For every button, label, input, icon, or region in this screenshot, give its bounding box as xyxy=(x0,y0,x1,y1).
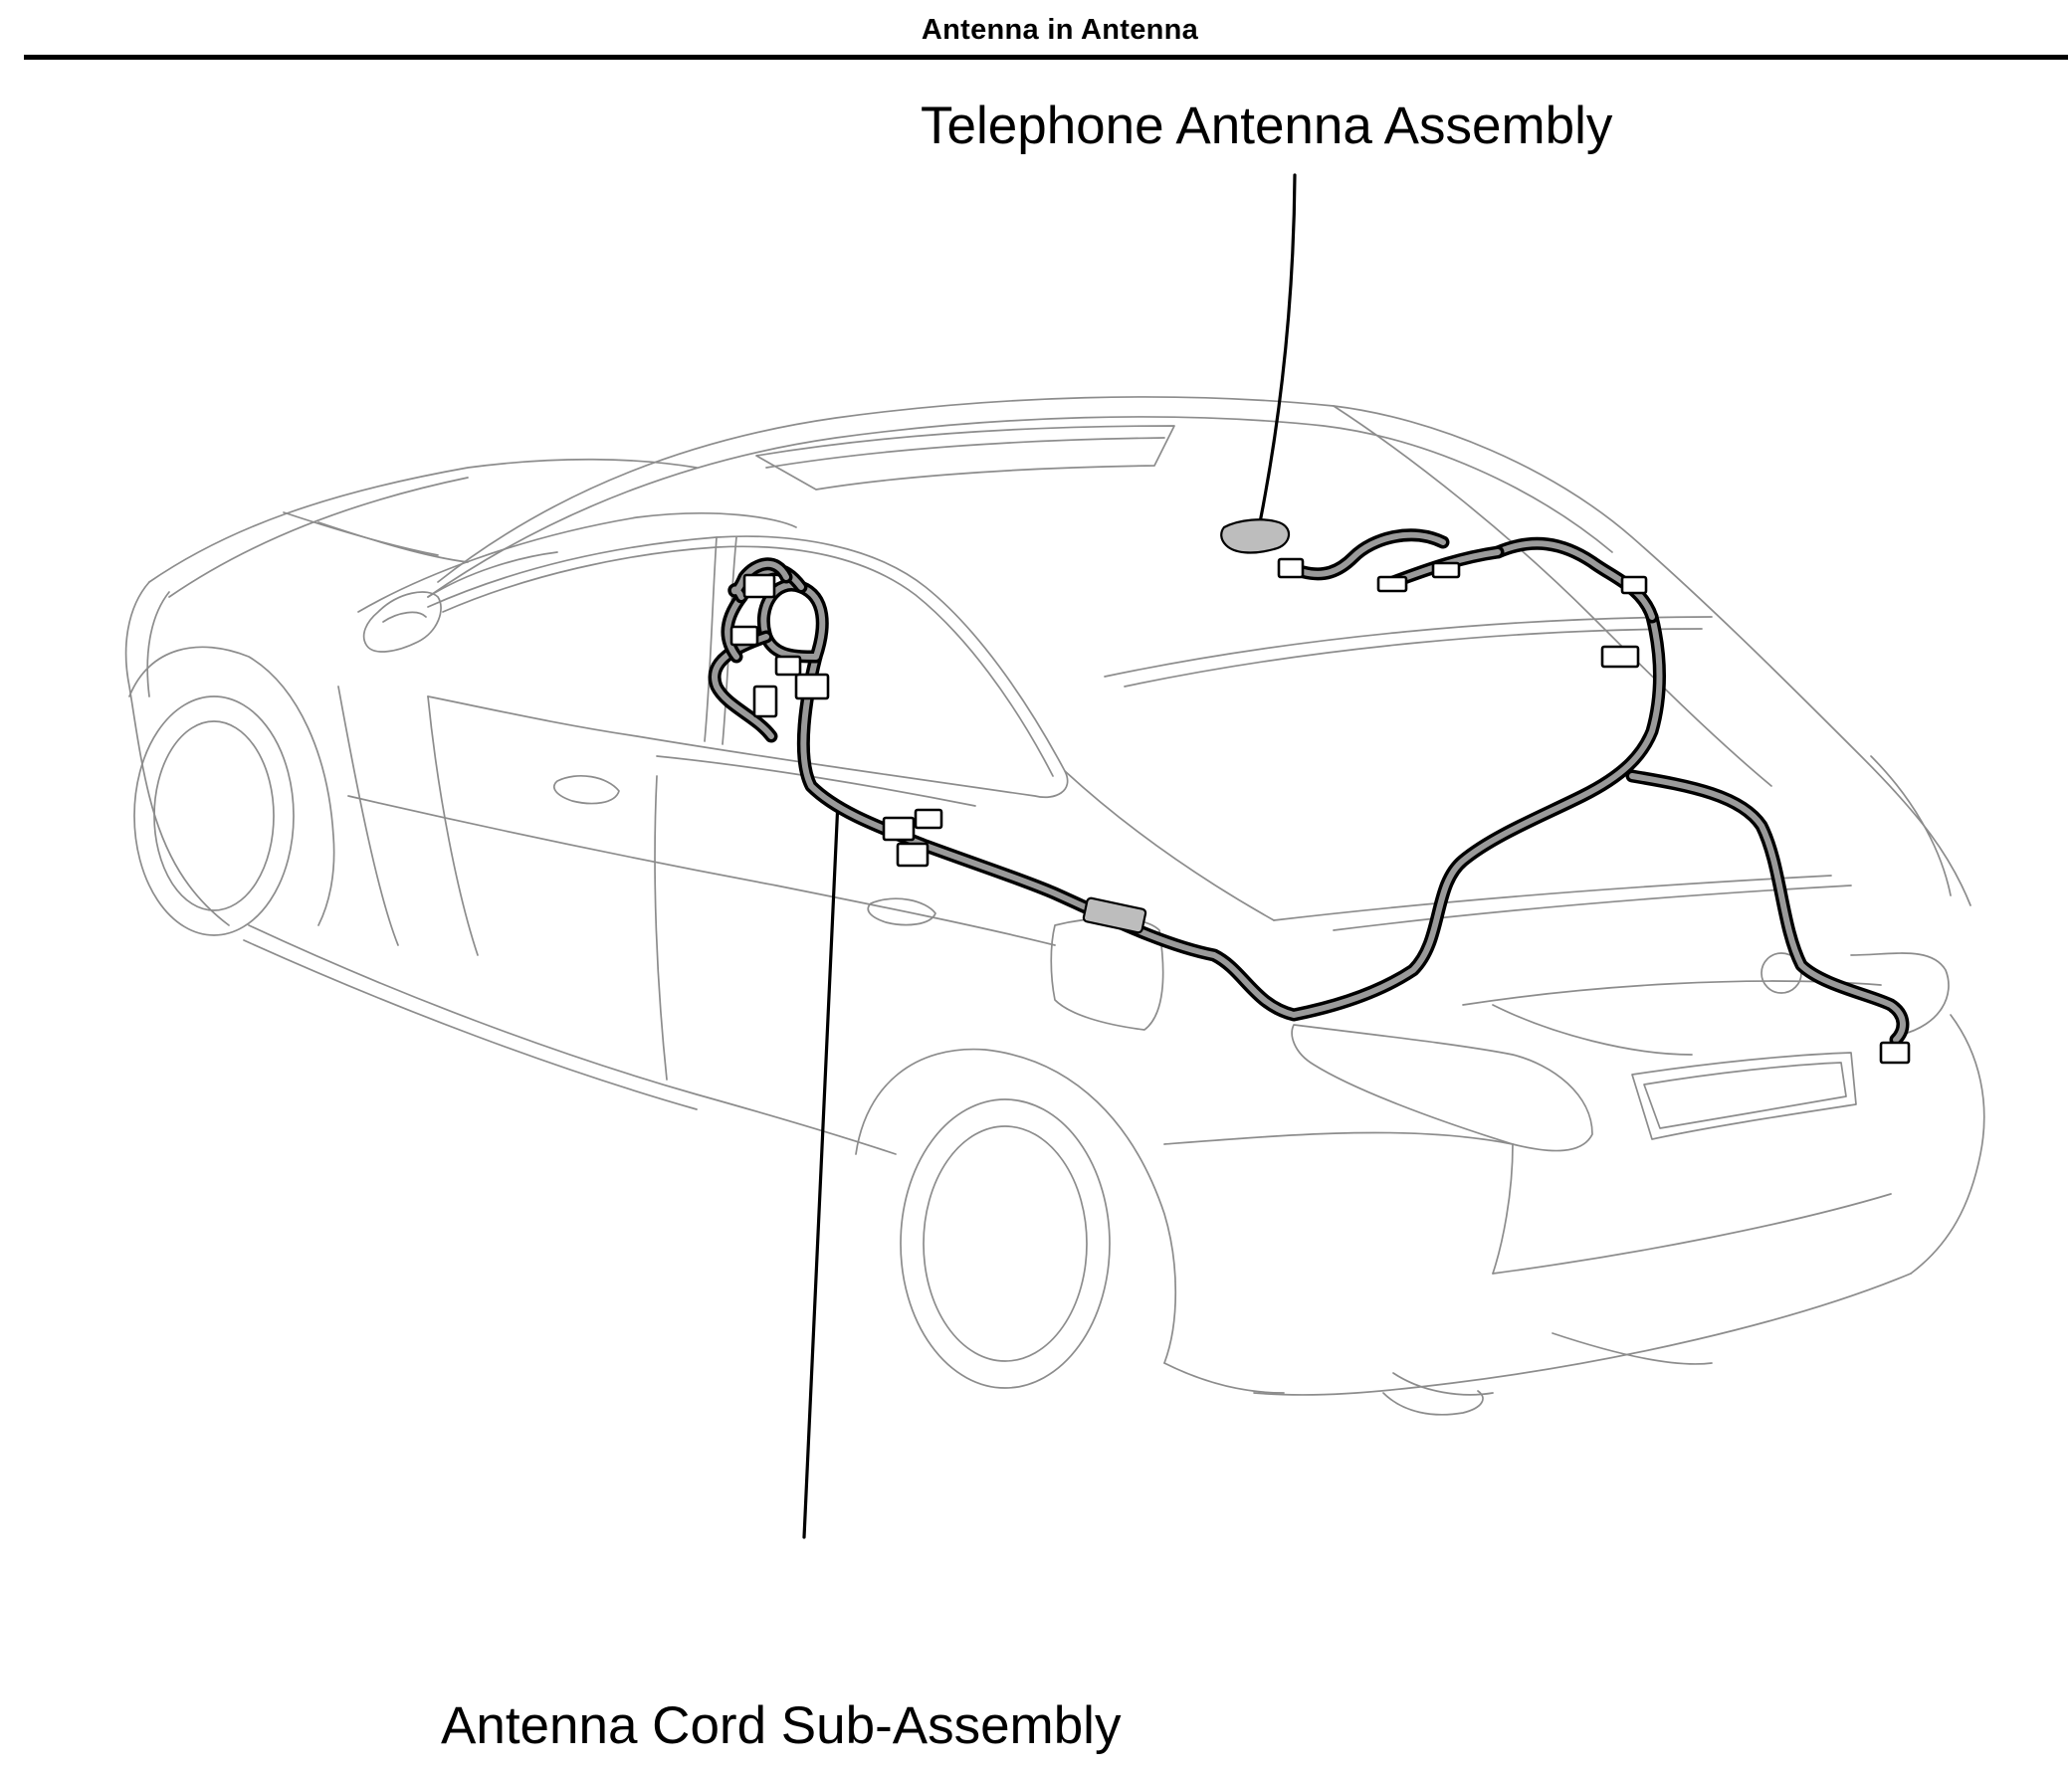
callout-leader-lines xyxy=(802,173,1297,1539)
telephone-antenna-connector xyxy=(1277,557,1305,579)
trunk-connector xyxy=(1879,1041,1911,1065)
rear-window-clip-2 xyxy=(1431,561,1461,579)
antenna-cord-leader xyxy=(802,799,840,1539)
telephone-antenna-leader xyxy=(1254,173,1297,544)
pillar-connector-2 xyxy=(729,625,759,647)
door-connector-2 xyxy=(896,842,930,868)
door-connector-1 xyxy=(882,816,916,842)
page-title: Antenna in Antenna xyxy=(921,14,1199,46)
antenna-cord-sub-assembly-label: Antenna Cord Sub-Assembly xyxy=(441,1696,1122,1755)
telephone-antenna-assembly-label: Telephone Antenna Assembly xyxy=(921,97,1613,155)
pillar-connector-3 xyxy=(794,673,830,700)
rear-window-clip-4 xyxy=(1620,575,1648,595)
antenna-cord-harness xyxy=(708,528,1910,1047)
header-divider xyxy=(24,55,2068,60)
pillar-connector-4 xyxy=(752,685,778,718)
door-connector-3 xyxy=(914,808,943,830)
rear-window-clip-1 xyxy=(1376,575,1408,593)
pillar-connector-1 xyxy=(742,573,776,599)
pillar-connector-5 xyxy=(774,655,802,677)
quarter-panel-clip xyxy=(1082,896,1147,934)
car-body-outline xyxy=(124,396,1985,1416)
harness-connectors xyxy=(729,518,1911,1065)
telephone-antenna-base xyxy=(1220,518,1290,554)
rear-window-clip-3 xyxy=(1600,645,1640,669)
